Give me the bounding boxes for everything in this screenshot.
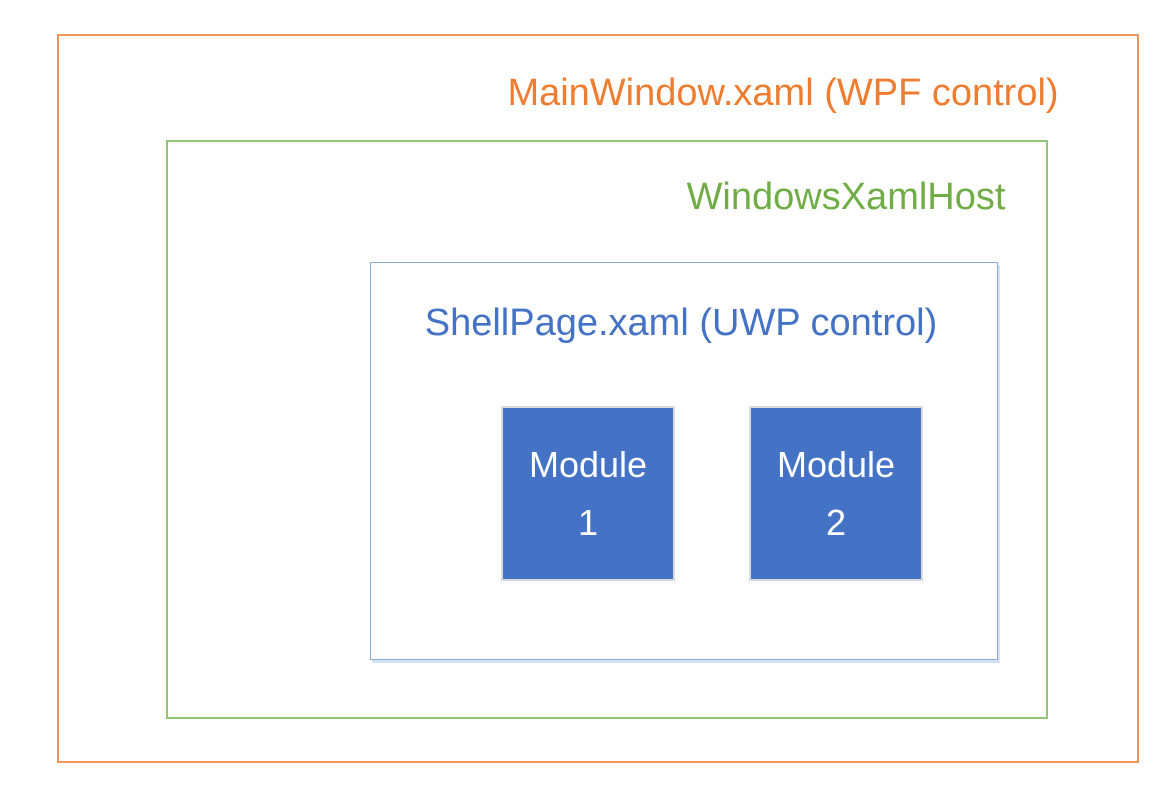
shellpage-uwp-label: ShellPage.xaml (UWP control) [424, 302, 938, 344]
shellpage-uwp-box [370, 262, 998, 660]
windows-xaml-host-box [166, 140, 1048, 719]
windows-xaml-host-label: WindowsXamlHost [686, 176, 1006, 218]
module-1-label-line1: Module [528, 443, 648, 485]
mainwindow-wpf-box [57, 34, 1139, 763]
mainwindow-wpf-label: MainWindow.xaml (WPF control) [507, 72, 1059, 114]
module-2-label-line2: 2 [825, 501, 847, 543]
module-2-label-line1: Module [776, 443, 896, 485]
module-1-box: Module 1 [501, 406, 675, 581]
module-1-label-line2: 1 [577, 501, 599, 543]
module-2-box: Module 2 [749, 406, 923, 581]
